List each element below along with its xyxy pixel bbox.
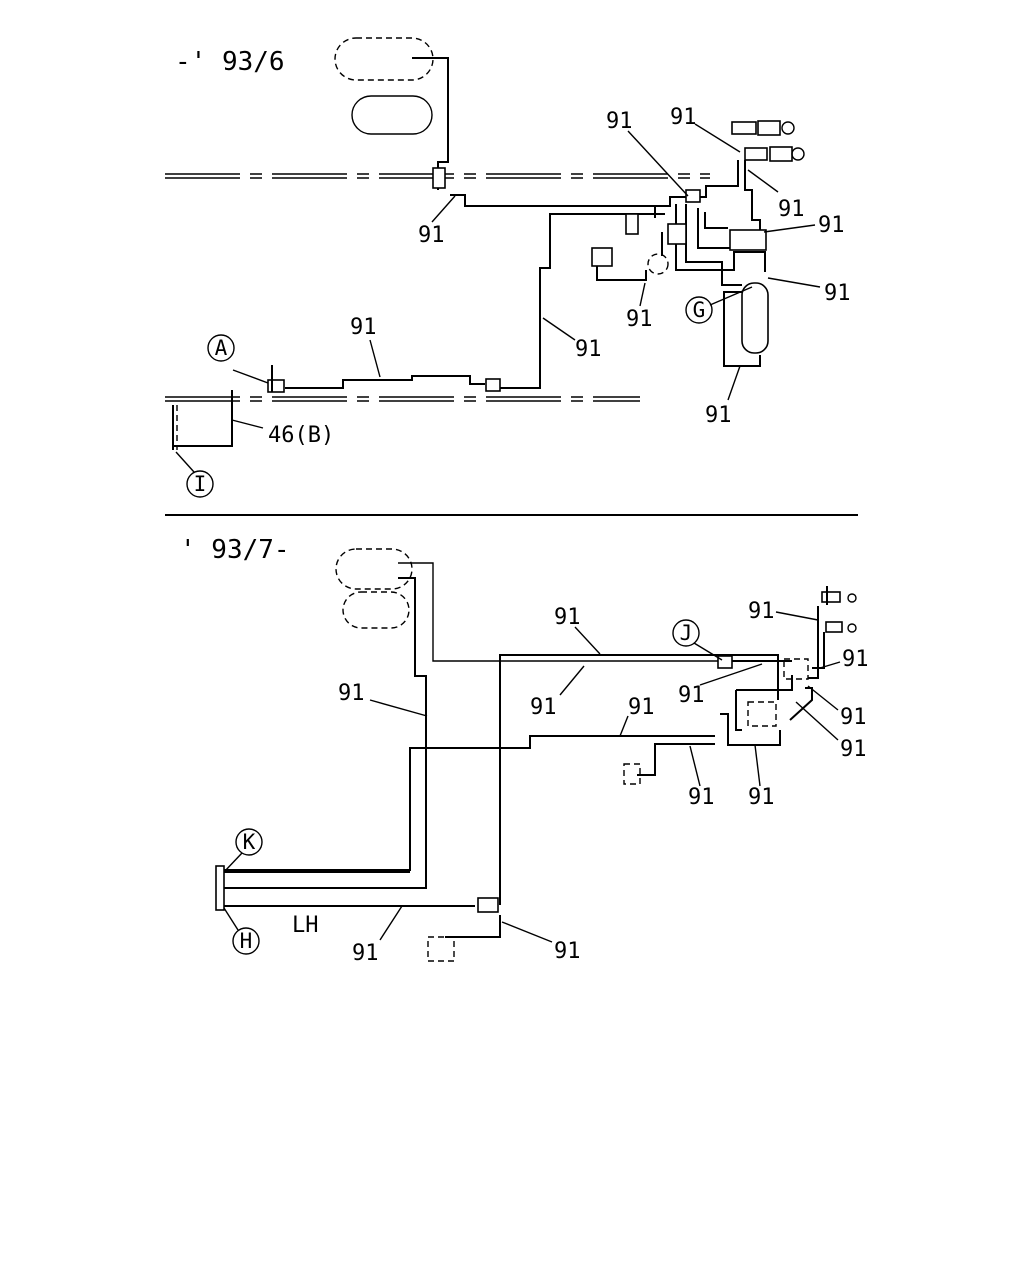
gladhand-upper [847,593,857,603]
callout-i: I [194,472,207,496]
air-tank-upper [334,37,434,81]
part-label: 91 [575,337,602,362]
coupling-head-upper [757,120,781,136]
part-label: 91 [778,197,805,222]
brake-chamber-lower [427,936,455,962]
part-label: 91 [678,683,705,708]
top-leader-lines [231,123,821,429]
tee-fitting [717,655,733,669]
part-label: 91 [628,695,655,720]
callout-circle-i [186,470,214,498]
part-label: 91 [840,705,867,730]
part-label: 91 [530,695,557,720]
bracket-fitting-a [267,379,285,393]
top-section: -' 93/6 [165,37,851,498]
callout-h: H [240,929,253,953]
brake-chamber-side [623,763,641,785]
valve-block [783,658,809,680]
coupling-lower [825,621,843,633]
callout-circle-h [232,927,260,955]
callout-circle-j [672,619,700,647]
top-components [172,120,805,450]
air-reservoir [741,282,769,354]
connector-fitting [477,897,499,913]
coupling-upper [821,591,841,603]
part-label: 91 [842,647,869,672]
relay-valve [729,229,767,251]
tee-fitting [432,167,446,189]
gladhand-lower [791,147,805,161]
top-callouts: A I G [175,296,713,498]
frame-bracket [215,865,225,911]
gladhand-lower [847,623,857,633]
drain-valve [625,213,639,235]
bottom-part-labels: 91 91 91 91 91 91 91 91 91 91 91 91 91 L… [292,599,869,966]
part-label: 91 [338,681,365,706]
part-label: 91 [626,307,653,332]
relay-valve [747,701,777,727]
bottom-section: ' 93/7- [180,535,869,966]
top-part-labels: 91 91 91 91 91 91 91 91 91 91 46(B) [268,105,851,448]
callout-k: K [243,830,256,854]
callout-a: A [215,336,228,360]
coupling-head-lower [769,146,793,162]
check-valve [591,247,613,267]
gladhand-upper [781,121,795,135]
part-label: 91 [554,939,581,964]
side-label: LH [292,913,319,938]
callout-circle-g [685,296,713,324]
air-tank-lower [342,591,410,629]
callout-g: G [693,298,706,322]
part-label: 91 [554,605,581,630]
air-tank-upper [335,548,413,590]
part-label: 91 [350,315,377,340]
bottom-section-header: ' 93/7- [180,535,290,565]
bottom-pipes [221,562,825,938]
part-label: 91 [606,109,633,134]
connector-fitting [485,378,501,392]
bottom-components [215,586,857,962]
coupling-upper [731,121,757,135]
part-label: 91 [748,785,775,810]
part-label: 91 [824,281,851,306]
bottom-leader-lines [369,611,841,943]
part-label: 91 [840,737,867,762]
callout-j: J [680,621,693,645]
part-label: 91 [352,941,379,966]
bottom-callouts: J K H [223,619,723,955]
pressure-switch [647,253,669,275]
coupling-lower [744,147,768,161]
callout-circle-a [207,334,235,362]
junction-fitting [685,189,701,203]
part-label: 91 [670,105,697,130]
valve-block [667,223,687,245]
callout-circle-k [235,828,263,856]
top-section-header: -' 93/6 [175,47,285,77]
reference-label: 46(B) [268,423,334,448]
part-label: 91 [418,223,445,248]
part-label: 91 [748,599,775,624]
part-label: 91 [688,785,715,810]
part-label: 91 [705,403,732,428]
part-label: 91 [818,213,845,238]
air-tank-lower [351,95,433,135]
